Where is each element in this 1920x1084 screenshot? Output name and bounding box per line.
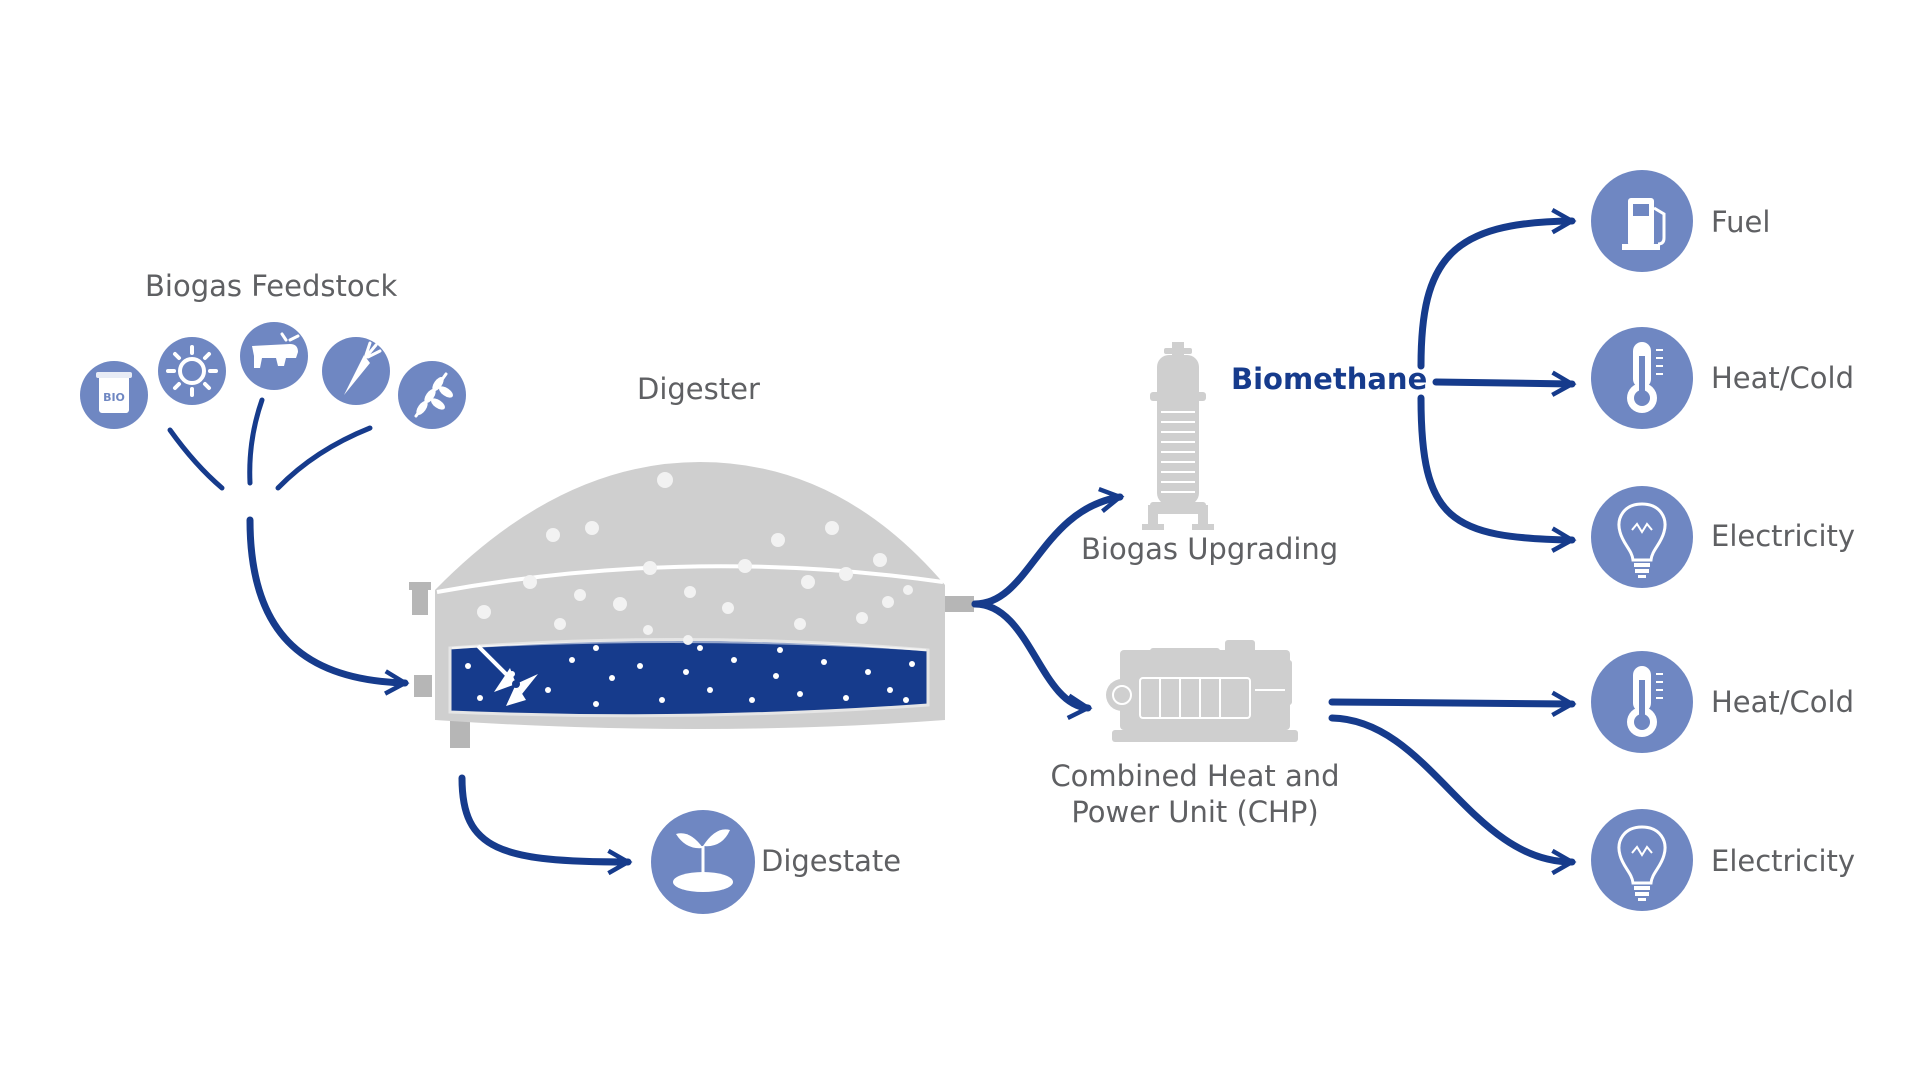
digester-label: Digester <box>637 372 760 406</box>
chp-engine-icon <box>1106 640 1298 742</box>
thermometer-icon <box>1591 651 1693 753</box>
fuel-pump-icon <box>1591 170 1693 272</box>
feedstock-converge-lines <box>167 397 373 491</box>
chp-label-line-1: Combined Heat and <box>1050 759 1340 793</box>
electricity-label-2: Electricity <box>1711 844 1856 878</box>
heat-cold-label-1: Heat/Cold <box>1711 361 1855 395</box>
arrow-to-chp <box>971 600 1093 720</box>
arrow-to-upgrading <box>971 487 1125 608</box>
sun-icon <box>158 337 226 405</box>
feedstock-label: Biogas Feedstock <box>145 269 398 303</box>
chp-label-line-2: Power Unit (CHP) <box>1071 795 1319 830</box>
upgrading-label: Biogas Upgrading <box>1081 532 1339 566</box>
column-trays <box>1161 411 1195 493</box>
biomethane-label: Biomethane <box>1231 362 1428 396</box>
biomethane-branches <box>1417 208 1577 553</box>
light-bulb-icon <box>1591 486 1693 588</box>
arrow-feedstock-to-digester <box>246 516 410 696</box>
chp-engine-details <box>1112 677 1285 719</box>
gas-bubbles <box>477 472 913 645</box>
upgrading-column-icon <box>1142 342 1214 530</box>
light-bulb-icon <box>1591 809 1693 911</box>
stirrer-icon <box>476 644 538 706</box>
arrow-to-electricity-1 <box>1417 394 1577 553</box>
electricity-label-1: Electricity <box>1711 519 1856 553</box>
heat-cold-label-2: Heat/Cold <box>1711 685 1855 719</box>
wheat-icon <box>398 361 466 429</box>
bio-waste-bin-icon: BIO <box>80 361 148 429</box>
bio-badge-text: BIO <box>103 391 125 404</box>
cow-icon <box>240 322 308 390</box>
arrow-to-fuel <box>1417 208 1577 370</box>
carrot-icon <box>322 337 390 405</box>
fuel-label: Fuel <box>1711 205 1771 239</box>
digestate-label: Digestate <box>761 844 902 878</box>
arrow-to-heat-cold-1 <box>1432 370 1577 397</box>
chp-branches <box>1328 690 1577 876</box>
thermometer-icon <box>1591 327 1693 429</box>
chp-label: Combined Heat and Power Unit (CHP) <box>1050 758 1340 831</box>
sprout-icon <box>651 810 755 914</box>
arrow-to-heat-cold-2 <box>1328 690 1577 717</box>
arrow-to-electricity-2 <box>1328 714 1577 876</box>
liquid-bubbles <box>465 645 915 707</box>
arrow-to-digestate <box>458 774 633 876</box>
